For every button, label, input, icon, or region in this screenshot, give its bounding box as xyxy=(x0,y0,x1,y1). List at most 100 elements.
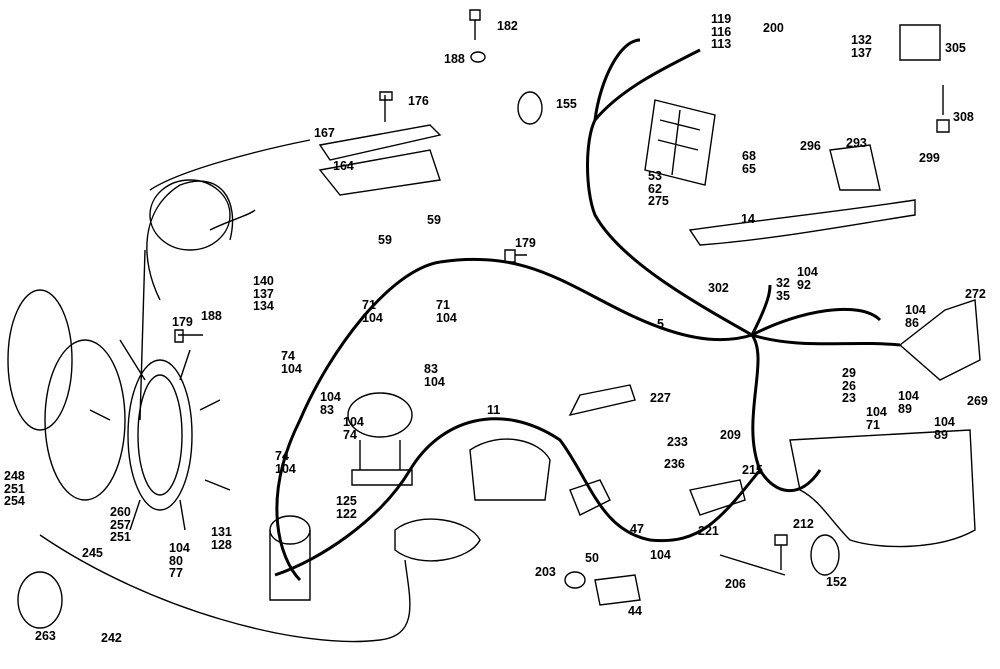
callout-50: 50 xyxy=(585,552,599,565)
part-number: 137 xyxy=(253,286,274,301)
callout-152: 152 xyxy=(826,576,847,589)
part-number: 299 xyxy=(919,151,940,165)
engine-outline xyxy=(39,139,411,643)
part-number: 104 xyxy=(934,415,955,429)
fan-assembly xyxy=(7,289,231,531)
part-number: 68 xyxy=(742,149,756,163)
callout-269: 269 xyxy=(967,395,988,408)
part-number: 104 xyxy=(866,405,887,419)
part-number: 104 xyxy=(898,389,919,403)
callout-200: 200 xyxy=(763,22,784,35)
part-number: 104 xyxy=(320,390,341,404)
part-number: 134 xyxy=(253,299,274,313)
callout-263: 263 xyxy=(35,630,56,643)
part-number: 176 xyxy=(408,94,429,108)
part-number: 125 xyxy=(336,494,357,508)
part-number: 179 xyxy=(172,315,193,329)
part-number: 308 xyxy=(953,110,974,124)
callout-179: 179 xyxy=(515,237,536,250)
part-number: 293 xyxy=(846,136,867,150)
part-number: 272 xyxy=(965,287,986,301)
callout-47: 47 xyxy=(630,523,644,536)
part-number: 74 xyxy=(281,349,295,363)
part-number: 242 xyxy=(101,631,122,645)
callout-215: 215 xyxy=(742,464,763,477)
part-number: 26 xyxy=(842,378,856,393)
part-number: 74 xyxy=(275,449,289,463)
callout-104: 104 xyxy=(650,549,671,562)
callout-236: 236 xyxy=(664,458,685,471)
callout-164: 164 xyxy=(333,160,354,173)
part-number: 140 xyxy=(253,274,274,288)
part-number: 251 xyxy=(110,530,131,544)
part-number: 89 xyxy=(898,401,912,416)
part-number: 275 xyxy=(648,194,669,208)
part-number: 104 xyxy=(169,541,190,555)
part-number: 269 xyxy=(967,394,988,408)
callout-59: 59 xyxy=(427,214,441,227)
part-number: 59 xyxy=(378,233,392,247)
part-number: 137 xyxy=(851,45,872,60)
main-harness xyxy=(274,38,901,582)
part-number: 200 xyxy=(763,21,784,35)
callout-308: 308 xyxy=(953,111,974,124)
part-number: 116 xyxy=(711,24,732,39)
part-number: 188 xyxy=(201,309,222,323)
callout-14: 14 xyxy=(741,213,755,226)
callout-188: 188 xyxy=(444,53,465,66)
part-number: 113 xyxy=(711,37,732,51)
part-number: 296 xyxy=(800,139,821,153)
part-number: 128 xyxy=(211,537,232,552)
intake-pipe xyxy=(688,199,916,246)
part-number: 71 xyxy=(866,417,880,432)
callout-203: 203 xyxy=(535,566,556,579)
callout-305: 305 xyxy=(945,42,966,55)
part-number: 152 xyxy=(826,575,847,589)
callout-209: 209 xyxy=(720,429,741,442)
part-number: 221 xyxy=(698,524,719,538)
part-number: 122 xyxy=(336,506,357,521)
part-number: 50 xyxy=(585,551,599,565)
callout-227: 227 xyxy=(650,392,671,405)
callout-233: 233 xyxy=(667,436,688,449)
part-number: 104 xyxy=(905,303,926,317)
part-number: 5 xyxy=(657,317,664,331)
part-number: 35 xyxy=(776,288,790,303)
callout-5: 5 xyxy=(657,318,664,331)
part-number: 83 xyxy=(424,362,438,376)
part-number: 257 xyxy=(110,517,131,532)
part-number: 104 xyxy=(424,374,445,389)
part-number: 44 xyxy=(628,604,642,618)
part-number: 53 xyxy=(648,169,662,183)
callout-182: 182 xyxy=(497,20,518,33)
part-number: 83 xyxy=(320,402,334,417)
callout-221: 221 xyxy=(698,525,719,538)
part-number: 254 xyxy=(4,494,25,508)
part-number: 89 xyxy=(934,427,948,442)
callout-44: 44 xyxy=(628,605,642,618)
part-number: 65 xyxy=(742,161,756,176)
control-unit xyxy=(644,99,716,186)
oil-pan xyxy=(789,429,976,548)
small-parts xyxy=(17,9,981,629)
part-number: 209 xyxy=(720,428,741,442)
part-number: 182 xyxy=(497,19,518,33)
callout-299: 299 xyxy=(919,152,940,165)
cylinder-head-cover xyxy=(318,91,442,196)
